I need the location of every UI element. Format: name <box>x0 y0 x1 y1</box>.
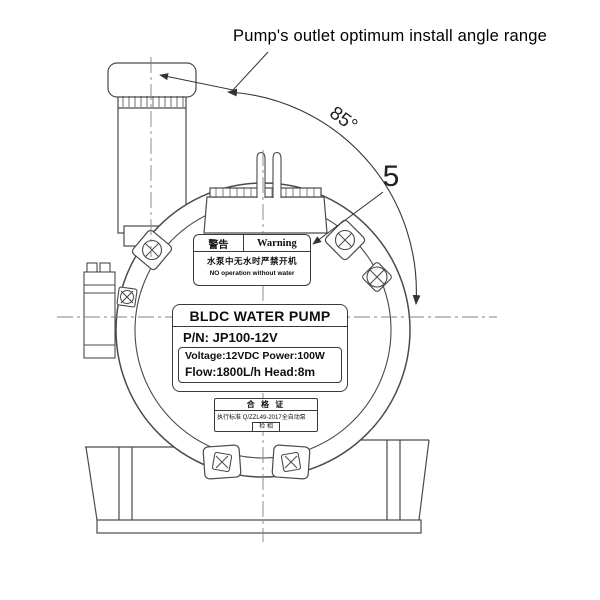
drawing-title: Pump's outlet optimum install angle rang… <box>233 27 548 45</box>
warning-label: 警告 Warning 水泵中无水时严禁开机 NO operation witho… <box>193 234 311 286</box>
spec-electrical: Voltage:12VDC Power:100W <box>185 350 325 362</box>
screw-bottom-left-icon <box>202 444 242 480</box>
spec-label: BLDC WATER PUMP P/N: JP100-12V Voltage:1… <box>172 304 348 392</box>
spec-title: BLDC WATER PUMP <box>173 305 347 327</box>
certificate-label: 合 格 证 执行标准 Q/ZZL49-2017全自动泵 检 相 <box>214 398 318 432</box>
certificate-standard: 执行标准 Q/ZZL49-2017全自动泵 <box>217 415 306 421</box>
certificate-inspector-row: 检 相 <box>215 422 317 432</box>
warning-label-header: 警告 Warning <box>194 235 310 252</box>
annotation-lines <box>159 51 421 305</box>
title-leader-line <box>159 51 269 91</box>
certificate-title: 合 格 证 <box>215 399 317 411</box>
warning-title-cn: 警告 <box>194 235 244 251</box>
warning-title-en: Warning <box>257 237 297 249</box>
item-leader-line <box>312 191 384 245</box>
mounting-stand <box>85 439 430 534</box>
outlet-cap <box>107 62 197 98</box>
spec-performance: Flow:1800L/h Head:8m <box>185 365 316 379</box>
screw-bottom-right-icon <box>271 444 311 480</box>
warning-line-cn: 水泵中无水时严禁开机 <box>206 256 297 266</box>
spec-ratings-box: Voltage:12VDC Power:100W Flow:1800L/h He… <box>178 347 342 383</box>
base-plate <box>96 519 422 534</box>
cylinder-body <box>117 94 187 234</box>
certificate-inspector: 检 相 <box>252 422 280 432</box>
angle-value: 85° <box>325 103 361 137</box>
spec-part-number: P/N: JP100-12V <box>183 330 278 345</box>
knurl-hatch <box>122 96 184 107</box>
terminal-block <box>83 262 116 359</box>
warning-line-en: NO operation without water <box>209 270 295 277</box>
screw-left-icon <box>116 286 138 308</box>
screw-top-left-icon <box>131 229 173 271</box>
item-number: 5 <box>383 160 400 193</box>
angle-arc <box>227 88 421 305</box>
